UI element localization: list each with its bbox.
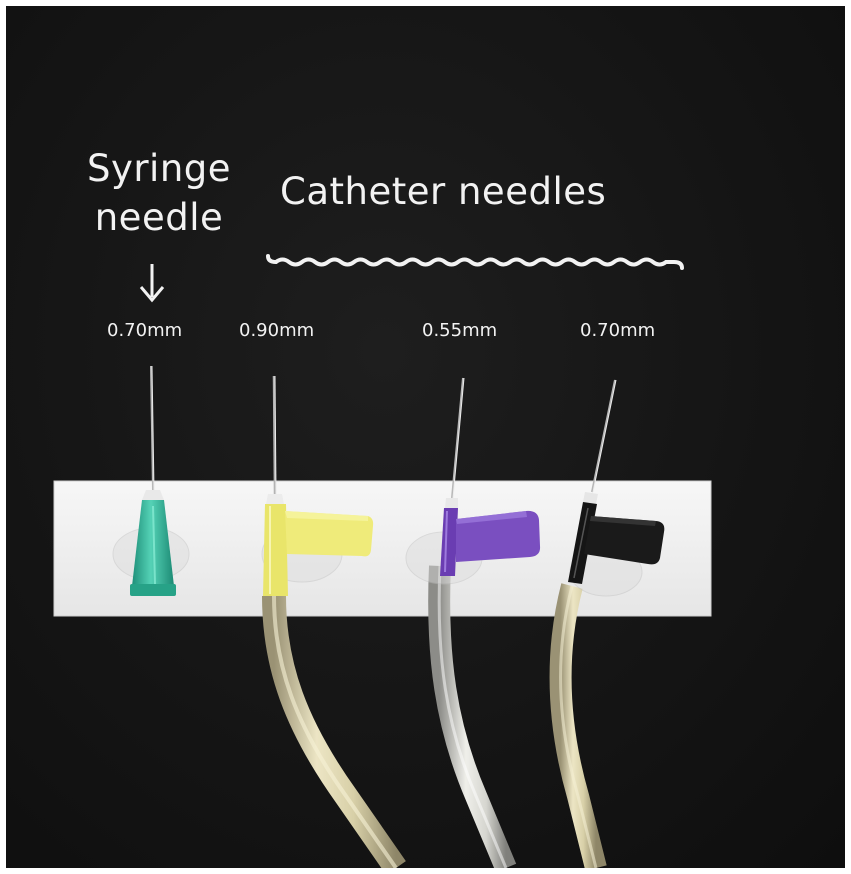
needles-scene: [53, 254, 712, 868]
catheter-tubing: [262, 565, 607, 868]
catheter-needle-0.55mm: [440, 377, 541, 576]
syringe-needle-title: Syringe needle: [70, 144, 248, 242]
down-arrow-icon: [139, 264, 165, 303]
catheter-needles-title: Catheter needles: [280, 170, 607, 213]
gauge-label-syringe: 0.70mm: [107, 320, 183, 341]
gauge-label-catheter-3: 0.70mm: [580, 320, 656, 341]
gauge-label-catheter-1: 0.90mm: [239, 320, 315, 341]
gauge-label-catheter-2: 0.55mm: [422, 320, 498, 341]
wavy-brace-icon: [266, 254, 684, 270]
syringe-title-line2: needle: [94, 196, 224, 239]
catheter-needle-0.90mm: [263, 375, 374, 596]
needle-comparison-photo: Syringe needle Catheter needles 0.70mm 0…: [6, 6, 845, 868]
catheter-needle-0.70mm: [568, 379, 665, 584]
syringe-needle-0.70mm: [130, 365, 176, 596]
syringe-title-line1: Syringe: [86, 147, 232, 190]
